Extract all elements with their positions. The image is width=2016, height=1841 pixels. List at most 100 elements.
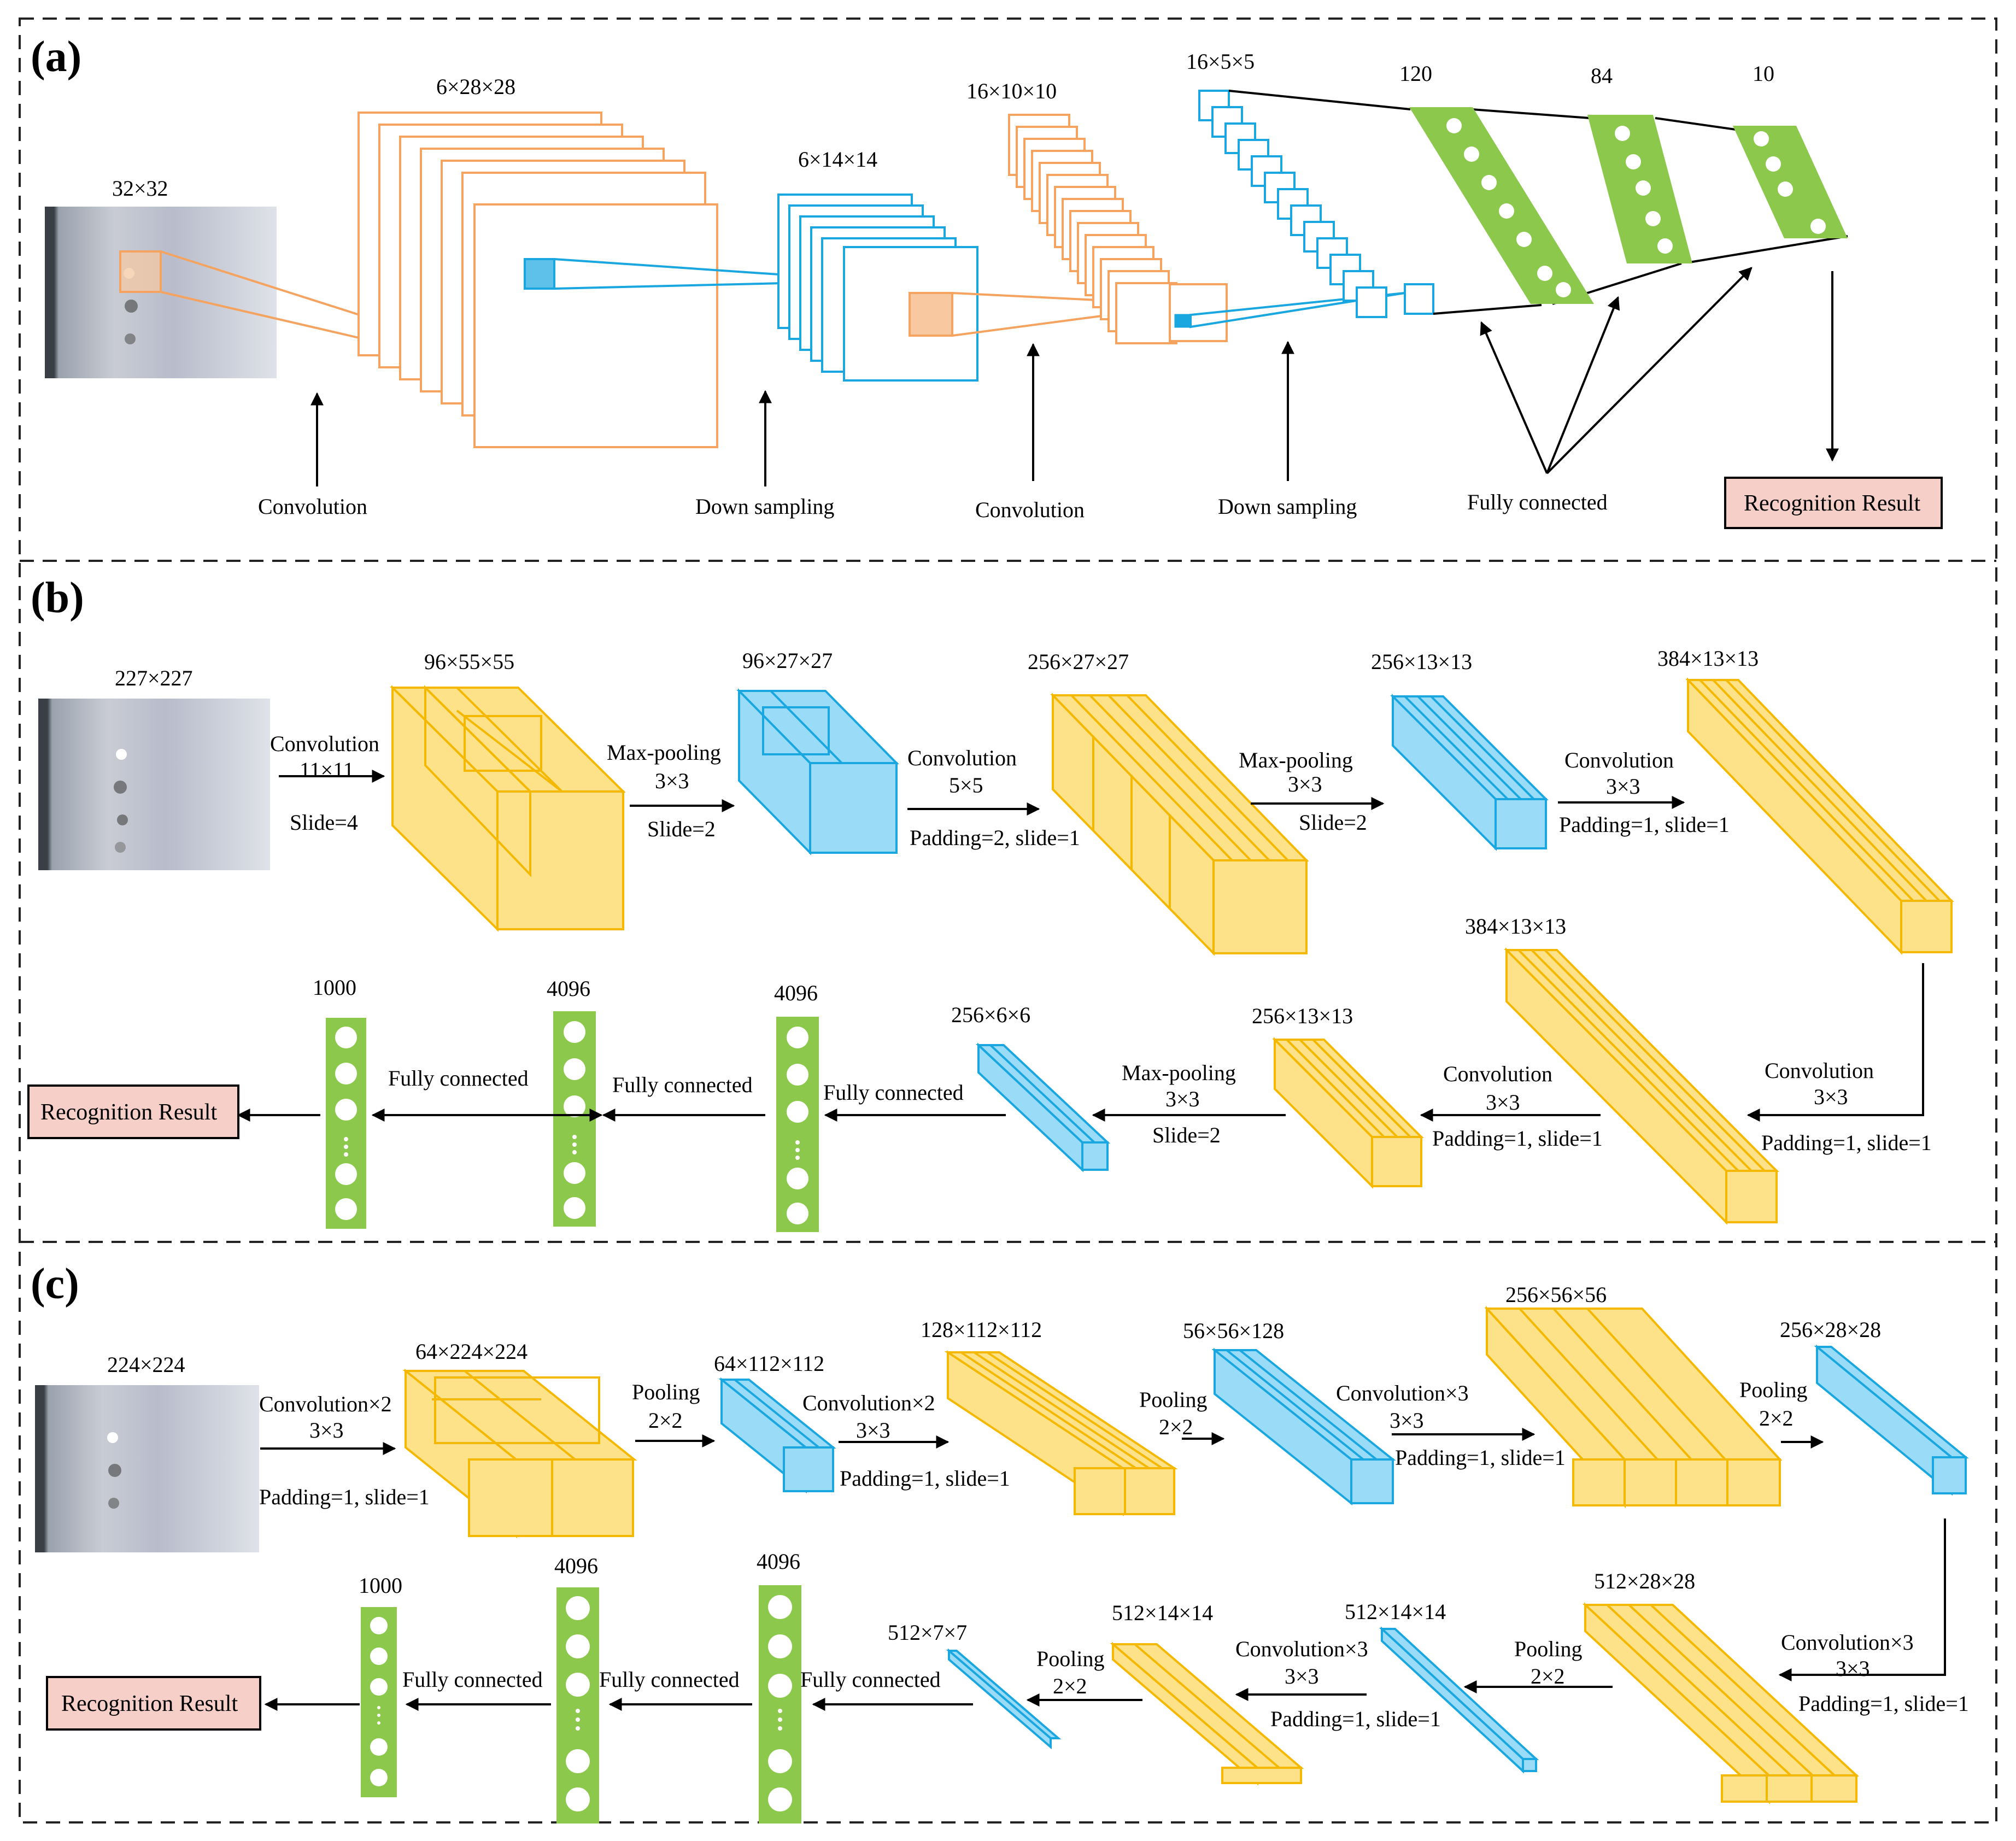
fc-b-3 [326,1018,366,1229]
op-c7-kernel: 3×3 [1836,1656,1870,1681]
op-b3-name: Convolution [907,746,1017,770]
result-label-b: Recognition Result [40,1100,217,1125]
op-b2-kernel: 3×3 [655,769,689,793]
dim-c-l5: 256×56×56 [1505,1282,1607,1307]
layer-b-l3 [1050,693,1309,956]
op-c2-name: Pooling [632,1380,700,1404]
dim-b-input: 227×227 [115,666,193,690]
op-b4-stride: Slide=2 [1299,810,1367,835]
fc-c-1 [759,1585,801,1824]
op-b3-kernel: 5×5 [949,773,983,798]
op-c-fc1: Fully connected [800,1667,941,1692]
op-b5-kernel: 3×3 [1606,774,1640,799]
op-b4-name: Max-pooling [1239,748,1353,772]
dim-c-l9: 512×14×14 [1112,1600,1213,1625]
op-b7-kernel: 3×3 [1486,1090,1520,1115]
layer-b-l6 [1504,947,1779,1225]
op-b-fc2: Fully connected [612,1072,753,1097]
fc-block-10 [1733,126,1848,238]
op-c8-kernel: 2×2 [1531,1664,1565,1688]
panel-frames [19,17,1997,1824]
layer-s4-stack [1198,90,1434,318]
layer-c-l7 [1582,1602,1860,1804]
op-c9-name: Convolution×3 [1235,1637,1368,1661]
op-b7-name: Convolution [1443,1062,1552,1086]
fc-b-1 [776,1017,819,1232]
op-b2-name: Max-pooling [607,740,721,765]
dim-c-l6: 256×28×28 [1780,1317,1881,1342]
op-c6-kernel: 2×2 [1759,1406,1794,1430]
dim-c-f3: 1000 [359,1573,402,1598]
panel-label-b: (b) [31,574,84,622]
dim-c-l4: 56×56×128 [1183,1318,1284,1343]
layer-c-l4 [1211,1347,1396,1506]
layer-c-l1 [402,1368,637,1539]
op-b4-kernel: 3×3 [1288,772,1322,796]
op-b-fc3: Fully connected [388,1066,529,1090]
dim-b-f1: 4096 [774,981,818,1005]
op-c9-kernel: 3×3 [1285,1664,1319,1688]
op-b3-pad: Padding=2, slide=1 [910,825,1080,850]
dim-c-l7: 512×28×28 [1594,1569,1695,1593]
op-b1-kernel: 11×11 [300,758,354,782]
fc-b-2 [553,1011,596,1227]
input-image-b [38,699,270,870]
op-a-down1: Down sampling [695,494,834,519]
op-b8-stride: Slide=2 [1152,1123,1221,1147]
op-c1-kernel: 3×3 [309,1418,344,1443]
panel-b: 227×227 96×55×55 96×27×27 [27,646,1954,1232]
op-b1-name: Convolution [270,731,379,756]
dim-c-l1: 64×224×224 [415,1339,528,1364]
op-c2-kernel: 2×2 [648,1408,683,1433]
op-c10-name: Pooling [1036,1646,1104,1671]
dim-c-input: 224×224 [107,1352,185,1377]
dim-b-l1: 96×55×55 [424,649,514,674]
layer-c-l10 [946,1648,1062,1750]
layer-s2-stack [777,194,978,382]
dim-b-f2: 4096 [547,976,590,1001]
input-image-a [45,207,277,378]
dim-s2: 6×14×14 [798,147,877,172]
dim-b-l3: 256×27×27 [1028,649,1129,674]
dim-c-f2: 4096 [554,1553,598,1578]
input-image-c [35,1385,259,1552]
fc-block-84 [1587,115,1692,263]
result-box-a [1724,477,1943,529]
op-c4-kernel: 2×2 [1159,1415,1193,1439]
layer-c-l8 [1379,1626,1539,1774]
dim-c-l3: 128×112×112 [921,1317,1042,1342]
op-c-fc2: Fully connected [599,1667,740,1692]
dim-input-a: 32×32 [112,176,168,201]
dim-b-f3: 1000 [313,975,356,1000]
op-b-fc1: Fully connected [823,1080,964,1105]
layer-c3-stack [1008,114,1228,344]
op-a-down2: Down sampling [1218,494,1357,519]
dim-c-l2: 64×112×112 [714,1351,824,1376]
op-c5-name: Convolution×3 [1336,1381,1469,1405]
op-b5-pad: Padding=1, slide=1 [1559,812,1730,837]
op-c9-pad: Padding=1, slide=1 [1270,1707,1441,1731]
result-box-b [27,1084,239,1139]
op-b1-stride: Slide=4 [290,810,358,835]
layer-c-l5 [1484,1305,1783,1509]
layer-b-l1 [390,685,626,932]
op-b6-pad: Padding=1, slide=1 [1761,1130,1932,1155]
dim-out: 10 [1753,61,1774,86]
layer-c-l9 [1110,1641,1304,1786]
op-c5-pad: Padding=1, slide=1 [1395,1445,1566,1470]
panel-c: 224×224 64×224×224 64×112×112 [35,1282,1969,1824]
op-c3-pad: Padding=1, slide=1 [840,1466,1010,1491]
op-b8-kernel: 3×3 [1165,1087,1200,1111]
dim-c3: 16×10×10 [966,79,1057,103]
op-c7-pad: Padding=1, slide=1 [1798,1691,1969,1716]
layer-c-l2 [718,1377,836,1494]
op-c7-name: Convolution×3 [1781,1630,1914,1655]
result-label-a: Recognition Result [1744,491,1920,516]
dim-b-l2: 96×27×27 [742,648,833,673]
op-a-fc: Fully connected [1467,490,1608,514]
dim-b-l6: 384×13×13 [1465,914,1566,939]
layer-b-l8 [975,1042,1111,1172]
layer-b-l5 [1685,677,1954,955]
op-c4-name: Pooling [1139,1387,1207,1412]
